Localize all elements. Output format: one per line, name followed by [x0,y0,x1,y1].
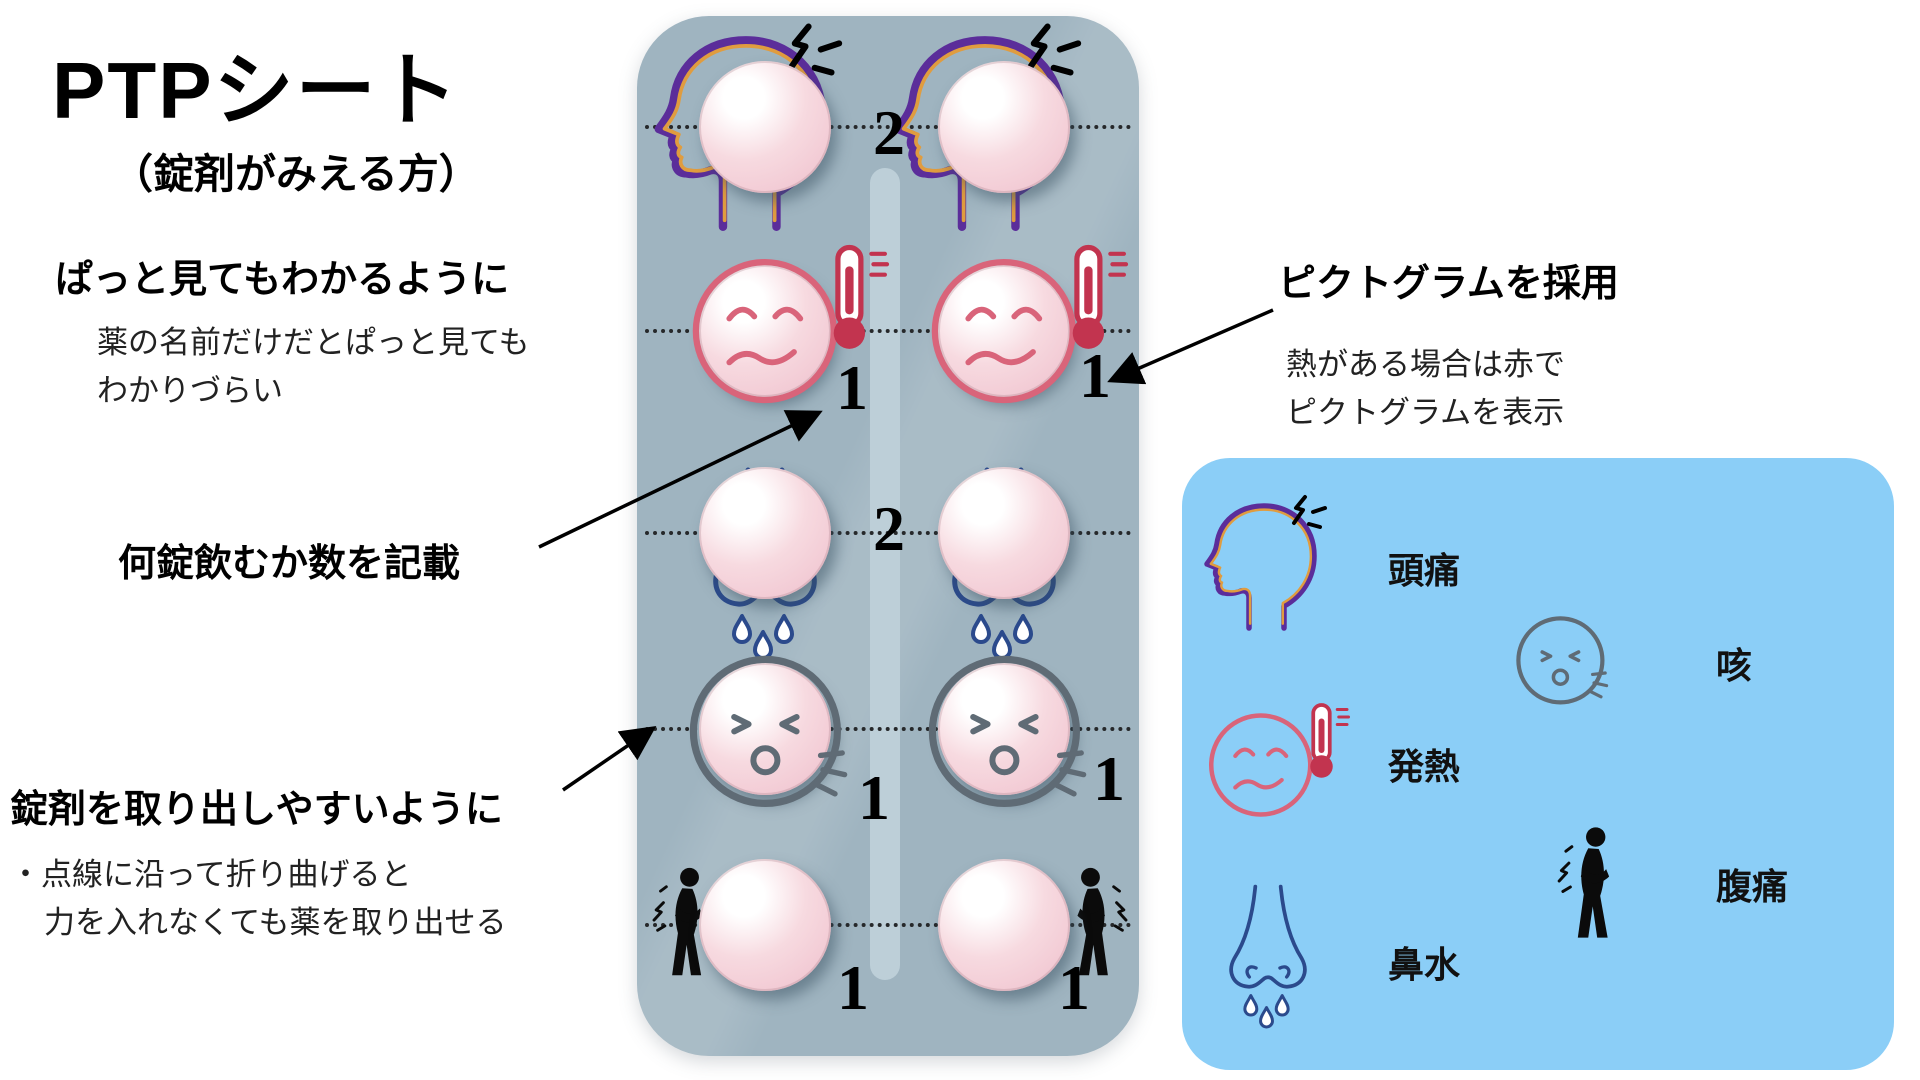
tablet [699,859,831,991]
dose-count: 2 [873,97,905,168]
pictogram-body-line1: 熱がある場合は赤で [1286,347,1565,382]
perforation-line [645,531,1131,535]
tablet [699,265,831,397]
tablet [938,61,1070,193]
legend-label-cough: 咳 [1716,645,1753,686]
legend-label-runny-nose: 鼻水 [1388,944,1461,985]
annotation-pictogram: ピクトグラムを採用 熱がある場合は赤で ピクトグラムを表示 [1278,252,1619,437]
stomachache-icon [1548,824,1630,944]
removal-heading: 錠剤を取り出しやすいように [10,789,503,831]
page-title: PTPシート [52,46,460,135]
head-icon [1198,494,1338,634]
legend-label-fever: 発熱 [1388,746,1461,787]
pictogram-heading: ピクトグラムを採用 [1278,263,1619,305]
page-subtitle: （錠剤がみえる方） [112,151,480,197]
tablet [938,265,1070,397]
pictogram-body-line2: ピクトグラムを表示 [1286,395,1565,430]
ptp-sheet: 2 1 1 2 1 1 1 1 [637,16,1139,1056]
glance-heading: ぱっと見てもわかるように [55,259,510,301]
annotation-glance: ぱっと見てもわかるように 薬の名前だけだとぱっと見ても わかりづらい [55,248,529,415]
dose-count: 1 [836,352,868,423]
dose-count: 1 [837,952,869,1023]
dose-count: 1 [1079,340,1111,411]
perforation-line [645,125,1131,129]
perforation-line [645,727,1131,731]
perforation-line [645,329,1131,333]
tablet [699,467,831,599]
tablet [699,61,831,193]
dose-count: 2 [873,493,905,564]
legend-label-headache: 頭痛 [1388,550,1461,591]
nose-icon [1212,882,1324,1039]
glance-body-line1: 薬の名前だけだとぱっと見ても [97,325,530,360]
dose-count: 1 [1093,743,1125,814]
sheet-center-groove [870,168,900,980]
dose-count: 1 [858,762,890,833]
tablet [938,859,1070,991]
symptom-legend: 頭痛 咳 発熱 腹痛 鼻水 [1182,458,1894,1070]
dose-count: 1 [1058,952,1090,1023]
annotation-removal: 錠剤を取り出しやすいように ・点線に沿って折り曲げると 力を入れなくても薬を取り… [10,778,507,947]
glance-body-line2: わかりづらい [97,373,283,408]
removal-body-line1: ・点線に沿って折り曲げると [10,857,412,892]
removal-body-line2: 力を入れなくても薬を取り出せる [44,905,507,940]
legend-label-stomachache: 腹痛 [1716,866,1789,907]
annotation-count: 何錠飲むか数を記載 [118,532,460,587]
fever-face-icon [683,235,903,423]
perforation-line [645,923,1131,927]
cough-icon [1510,610,1636,715]
tablet [938,467,1070,599]
count-heading: 何錠飲むか数を記載 [118,543,461,585]
fever-icon [1202,696,1360,831]
